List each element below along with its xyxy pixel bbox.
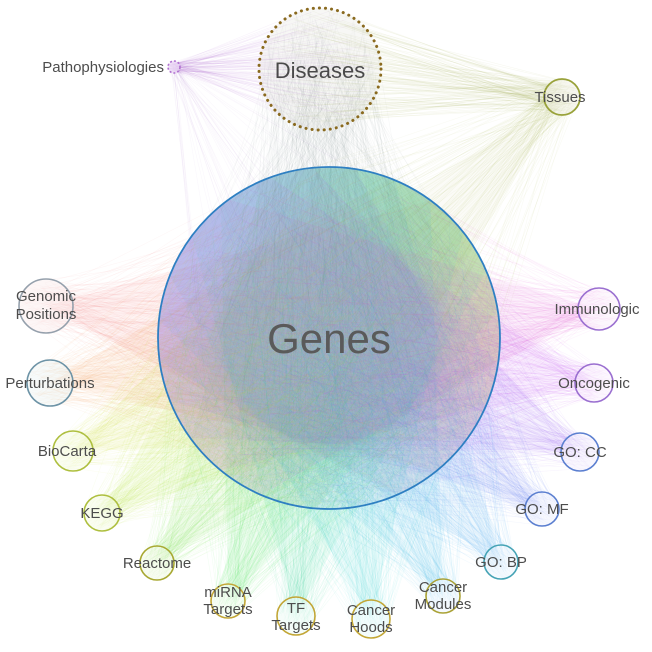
edge-bundle-genes-perturbations xyxy=(27,170,496,499)
edge-bundle-genes-genomic-positions xyxy=(19,168,492,504)
edge-wedge-genes-cancer-hoods xyxy=(169,167,464,620)
edge-line-layer xyxy=(19,7,617,638)
edge-bundle-diseases-tissues xyxy=(267,7,580,124)
edge-bundle-genes-go-cc xyxy=(164,177,599,499)
node-perturbations[interactable] xyxy=(26,359,74,407)
tf-targets-label-line1: TF xyxy=(287,600,305,617)
node-cancer-modules[interactable] xyxy=(425,578,461,614)
edge-bundle-diseases-pathophysiologies xyxy=(168,11,375,128)
edge-bundle-genes-kegg xyxy=(85,181,496,530)
edge-bundle-genes-mirna-targets xyxy=(161,171,497,618)
edge-bundle-genes-cancer-modules xyxy=(167,173,486,612)
node-tissues[interactable] xyxy=(543,78,581,116)
node-genomic-positions[interactable] xyxy=(18,278,74,334)
edge-wedge-genes-cancer-modules xyxy=(158,167,443,596)
immunologic-label: Immunologic xyxy=(554,301,640,318)
edge-bundle-genes-go-bp xyxy=(159,171,518,579)
perturbations-label: Perturbations xyxy=(5,375,94,392)
genomic-positions-label-line1: Genomic xyxy=(16,288,77,305)
edge-bundle-genes-go-mf xyxy=(169,172,559,526)
node-genes[interactable] xyxy=(157,166,501,510)
biocarta-label: BioCarta xyxy=(38,443,97,460)
go-cc-label: GO: CC xyxy=(553,444,607,461)
diseases-label: Diseases xyxy=(275,58,365,83)
mirna-targets-label-line1: miRNA xyxy=(204,584,252,601)
label-layer: Genes Diseases PathophysiologiesTissuesGen… xyxy=(5,58,640,636)
cancer-modules-label-line1: Cancer xyxy=(419,579,467,596)
edge-bundle-genes-pathophysiologies xyxy=(168,61,462,470)
cancer-modules-label-line2: Modules xyxy=(415,596,472,613)
kegg-label: KEGG xyxy=(80,505,123,522)
go-bp-label: GO: BP xyxy=(475,554,527,571)
reactome-label: Reactome xyxy=(123,555,191,572)
go-mf-label: GO: MF xyxy=(515,501,568,518)
edge-bundle-genes-oncogenic xyxy=(162,174,613,496)
edge-bundle-genes-tf-targets xyxy=(165,170,490,635)
edge-wedge-genes-kegg xyxy=(102,167,500,513)
node-oncogenic[interactable] xyxy=(574,363,614,403)
edge-wedge-genes-go-bp xyxy=(158,167,501,562)
node-kegg[interactable] xyxy=(83,494,121,532)
node-immunologic[interactable] xyxy=(577,287,621,331)
node-go-bp[interactable] xyxy=(483,544,519,580)
node-reactome[interactable] xyxy=(139,545,175,581)
edge-wedge-genes-tissues xyxy=(158,97,562,509)
edge-wedge-genes-oncogenic xyxy=(158,177,594,470)
edge-wedge-genes-mirna-targets xyxy=(221,167,498,601)
node-biocarta[interactable] xyxy=(52,430,94,472)
edge-bundle-genes-reactome xyxy=(139,185,488,581)
edge-bundle-genes-tissues xyxy=(159,78,580,491)
edge-wedge-genes-immunologic xyxy=(158,199,599,495)
node-layer xyxy=(18,6,621,639)
genes-label: Genes xyxy=(267,315,391,362)
node-go-mf[interactable] xyxy=(524,491,560,527)
node-cancer-hoods[interactable] xyxy=(351,599,391,639)
edge-wedge-genes-perturbations xyxy=(50,178,500,471)
node-pathophysiologies[interactable] xyxy=(167,60,181,74)
edge-wedge-genes-go-mf xyxy=(158,167,542,510)
edge-bundle-diseases-genes xyxy=(160,9,495,506)
node-go-cc[interactable] xyxy=(560,432,600,472)
tf-targets-label-line2: Targets xyxy=(271,617,320,634)
edge-bundle-genes-cancer-hoods xyxy=(164,168,495,638)
node-tf-targets[interactable] xyxy=(276,596,316,636)
edge-wedge-genes-go-cc xyxy=(158,167,580,453)
edge-wedge-genes-reactome xyxy=(157,167,500,563)
oncogenic-label: Oncogenic xyxy=(558,375,630,392)
edge-wedge-genes-biocarta xyxy=(73,167,500,451)
genomic-positions-label-line2: Positions xyxy=(16,306,77,323)
edge-wedge-layer xyxy=(46,97,599,620)
cancer-hoods-label-line1: Cancer xyxy=(347,602,395,619)
tissues-label: Tissues xyxy=(534,89,585,106)
cancer-hoods-label-line2: Hoods xyxy=(349,619,392,636)
edge-wedge-genes-tf-targets xyxy=(191,167,487,616)
node-diseases[interactable] xyxy=(257,6,383,132)
mirna-targets-label-line2: Targets xyxy=(203,601,252,618)
edge-bundle-genes-immunologic xyxy=(170,174,617,504)
edge-wedge-genes-genomic-positions xyxy=(46,200,500,495)
node-mirna-targets[interactable] xyxy=(210,583,246,619)
edge-bundle-genes-biocarta xyxy=(53,173,497,506)
pathophysiologies-label: Pathophysiologies xyxy=(42,59,164,76)
